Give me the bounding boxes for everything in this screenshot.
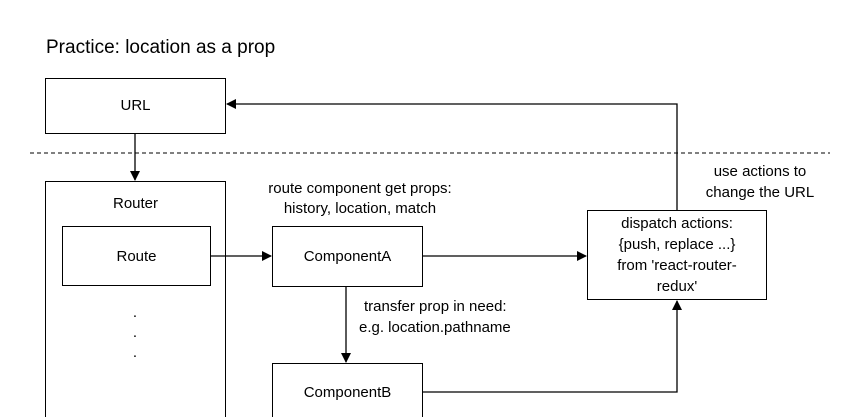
component-b-label: ComponentB (303, 384, 392, 401)
dispatch-line-2: {push, replace ...} (618, 236, 736, 253)
component-a-box (272, 226, 423, 287)
use-actions-note-line-1: use actions to (713, 163, 807, 180)
component-b-box (272, 363, 423, 417)
dispatch-box (587, 210, 767, 300)
router-label: Router (112, 195, 159, 212)
dispatch-line-3: from 'react-router- (617, 257, 737, 274)
route-props-note-line-2: history, location, match (283, 200, 437, 217)
router-box (45, 181, 226, 417)
url-box (45, 78, 226, 134)
url-label: URL (120, 97, 151, 114)
dispatch-line-1: dispatch actions: (621, 215, 733, 232)
component-a-label: ComponentA (303, 248, 392, 265)
route-box (62, 226, 211, 286)
router-ellipsis: . . . (132, 304, 138, 361)
transfer-prop-note-line-2: e.g. location.pathname (359, 319, 511, 336)
diagram-title: Practice: location as a prop (46, 37, 276, 58)
use-actions-note-line-2: change the URL (705, 184, 815, 201)
transfer-prop-note-line-1: transfer prop in need: (364, 298, 507, 315)
arrow-dispatch-to-url (226, 99, 678, 210)
route-label: Route (116, 248, 157, 265)
route-props-note-line-1: route component get props: (268, 180, 452, 197)
arrow-component-b-to-dispatch (423, 300, 682, 393)
dispatch-line-4: redux' (656, 278, 698, 295)
